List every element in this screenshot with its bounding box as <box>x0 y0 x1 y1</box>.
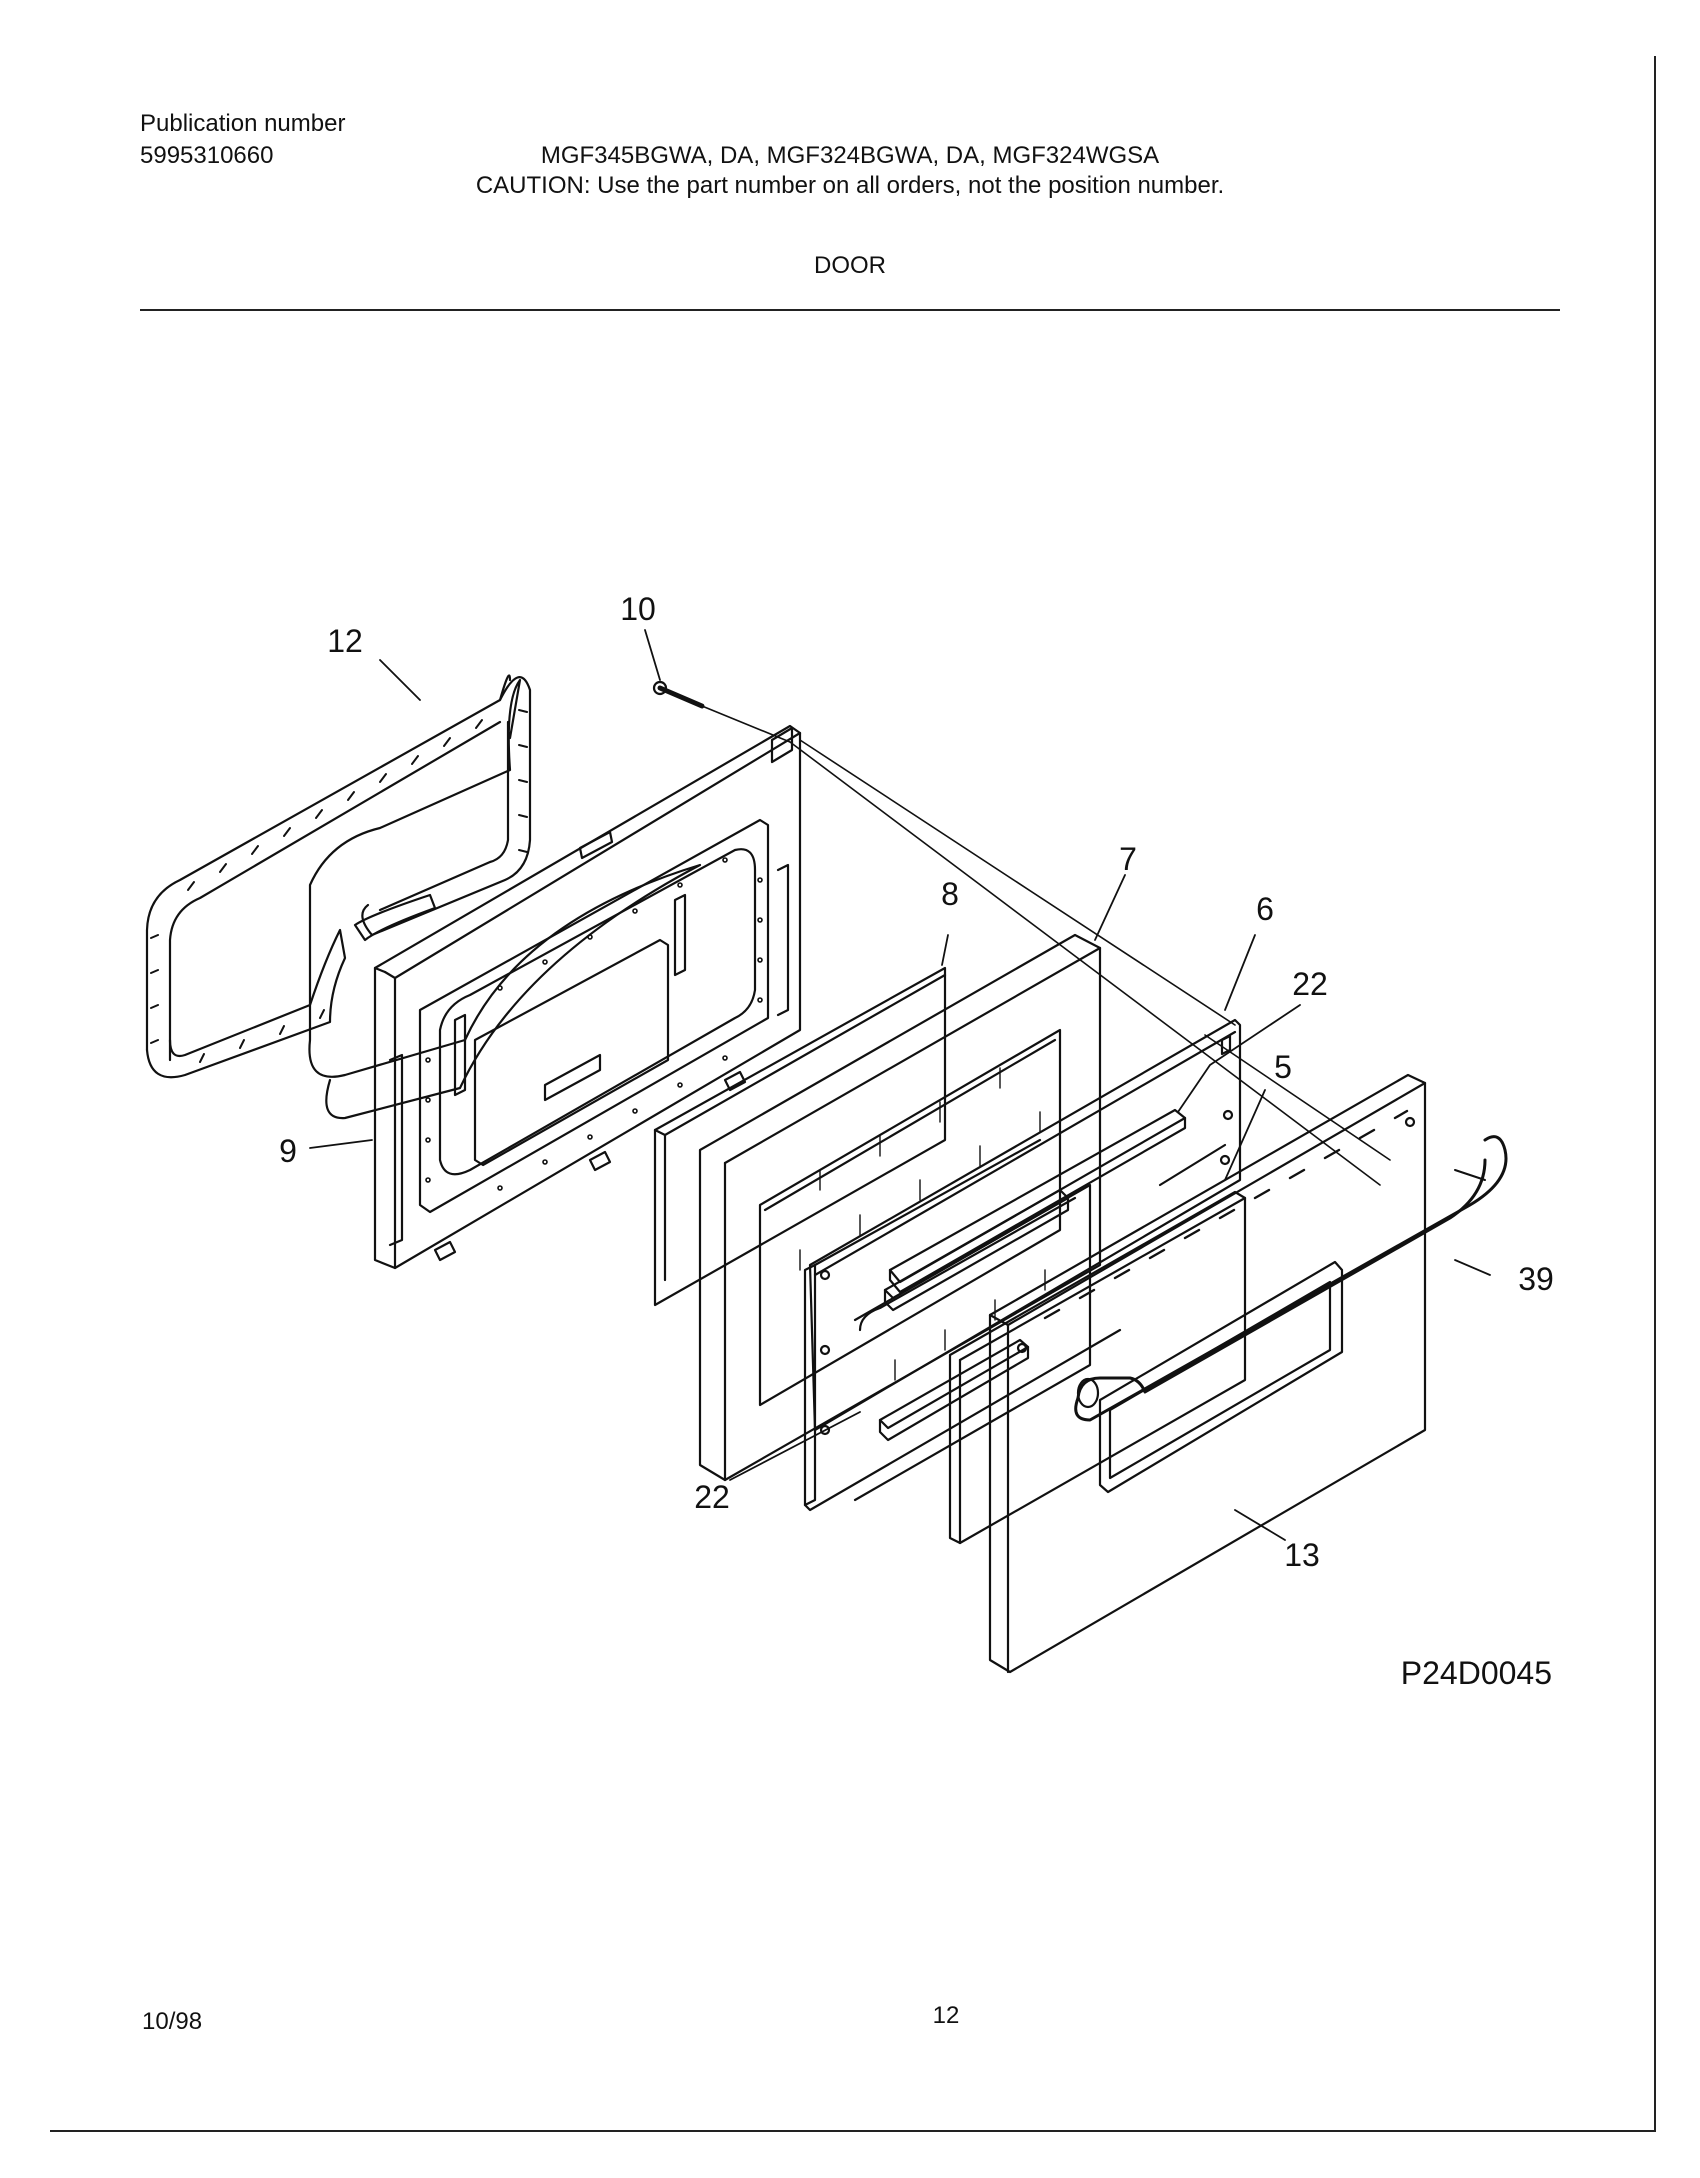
footer-border <box>50 2130 1656 2132</box>
handle-part <box>1074 1135 1508 1422</box>
inner-door-liner-part <box>373 724 802 1270</box>
callout-5: 5 <box>1274 1049 1292 1085</box>
insulation-part <box>653 966 947 1307</box>
caution-note: CAUTION: Use the part number on all orde… <box>475 172 1225 199</box>
door-gasket-part <box>145 674 702 1120</box>
callout-22-upper: 22 <box>1292 966 1328 1002</box>
model-list: MGF345BGWA, DA, MGF324BGWA, DA, MGF324WG… <box>540 142 1160 169</box>
insulation-frame-part <box>698 933 1102 1482</box>
callout-22-lower: 22 <box>694 1479 730 1515</box>
glass-frame-part <box>803 1138 1122 1512</box>
header-divider <box>140 309 1560 311</box>
section-title: DOOR <box>814 252 886 279</box>
callout-7: 7 <box>1119 841 1137 877</box>
right-border <box>1654 56 1656 2132</box>
drawing-code: P24D0045 <box>1401 1655 1552 1691</box>
footer-date: 10/98 <box>142 2008 203 2035</box>
upper-glass-retainer-part <box>888 1108 1187 1294</box>
callout-39: 39 <box>1518 1261 1554 1297</box>
publication-number: 5995310660 <box>140 142 274 169</box>
screw-part <box>652 680 791 743</box>
callout-10: 10 <box>620 591 656 627</box>
publication-label: Publication number <box>140 110 346 137</box>
callout-9: 9 <box>279 1133 297 1169</box>
callout-6: 6 <box>1256 891 1274 927</box>
page-number: 12 <box>932 2002 960 2029</box>
callout-8: 8 <box>941 876 959 912</box>
outer-door-panel-part <box>988 1073 1427 1674</box>
callout-12: 12 <box>327 623 363 659</box>
callout-13: 13 <box>1284 1537 1320 1573</box>
